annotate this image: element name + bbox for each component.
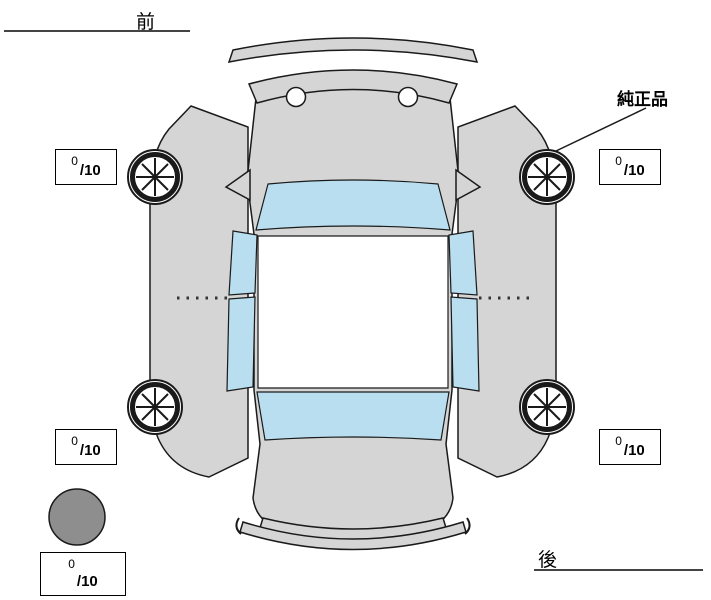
tread-score-value: 0 bbox=[68, 557, 75, 571]
tread-score-max: /10 bbox=[623, 442, 645, 459]
right-front-door-glass bbox=[448, 230, 478, 296]
hood-right-circle bbox=[397, 86, 419, 108]
genuine-part-label: 純正品 bbox=[617, 90, 668, 109]
tread-score-front-left: 0 /10 bbox=[55, 149, 117, 185]
right-side-mirror bbox=[455, 168, 482, 202]
rear-strip-left-curl bbox=[235, 517, 242, 535]
left-side-mirror bbox=[224, 168, 251, 202]
tread-score-value: 0 bbox=[71, 434, 78, 448]
left-front-door-glass bbox=[228, 230, 258, 296]
tread-score-max: /10 bbox=[79, 442, 101, 459]
tread-score-max: /10 bbox=[623, 162, 645, 179]
roof-panel bbox=[257, 235, 449, 389]
tread-score-rear-right: 0 /10 bbox=[599, 429, 661, 465]
windshield-glass bbox=[255, 179, 451, 231]
tread-score-value: 0 bbox=[71, 154, 78, 168]
tread-score-value: 0 bbox=[615, 434, 622, 448]
hood-left-circle bbox=[285, 86, 307, 108]
left-rear-door-glass bbox=[226, 296, 256, 392]
tread-score-rear-left: 0 /10 bbox=[55, 429, 117, 465]
front-right-wheel-icon bbox=[519, 149, 575, 205]
front-left-wheel-icon bbox=[127, 149, 183, 205]
tread-score-max: /10 bbox=[79, 162, 101, 179]
front-bumper-band bbox=[247, 69, 459, 104]
tread-score-max: /10 bbox=[76, 573, 98, 590]
right-rear-door-glass bbox=[450, 296, 480, 392]
rear-right-wheel-icon bbox=[519, 379, 575, 435]
front-bumper-outer-strip bbox=[227, 37, 479, 63]
tread-score-front-right: 0 /10 bbox=[599, 149, 661, 185]
rear-strip-right-curl bbox=[464, 517, 471, 535]
tread-score-value: 0 bbox=[615, 154, 622, 168]
genuine-part-pointer-line bbox=[555, 107, 647, 152]
rear-left-wheel-icon bbox=[127, 379, 183, 435]
front-label: 前 bbox=[136, 12, 156, 33]
rear-window-glass bbox=[256, 391, 450, 441]
rear-label: 後 bbox=[538, 550, 558, 571]
tread-score-spare: 0 /10 bbox=[40, 552, 126, 596]
spare-tire-icon bbox=[48, 488, 106, 546]
